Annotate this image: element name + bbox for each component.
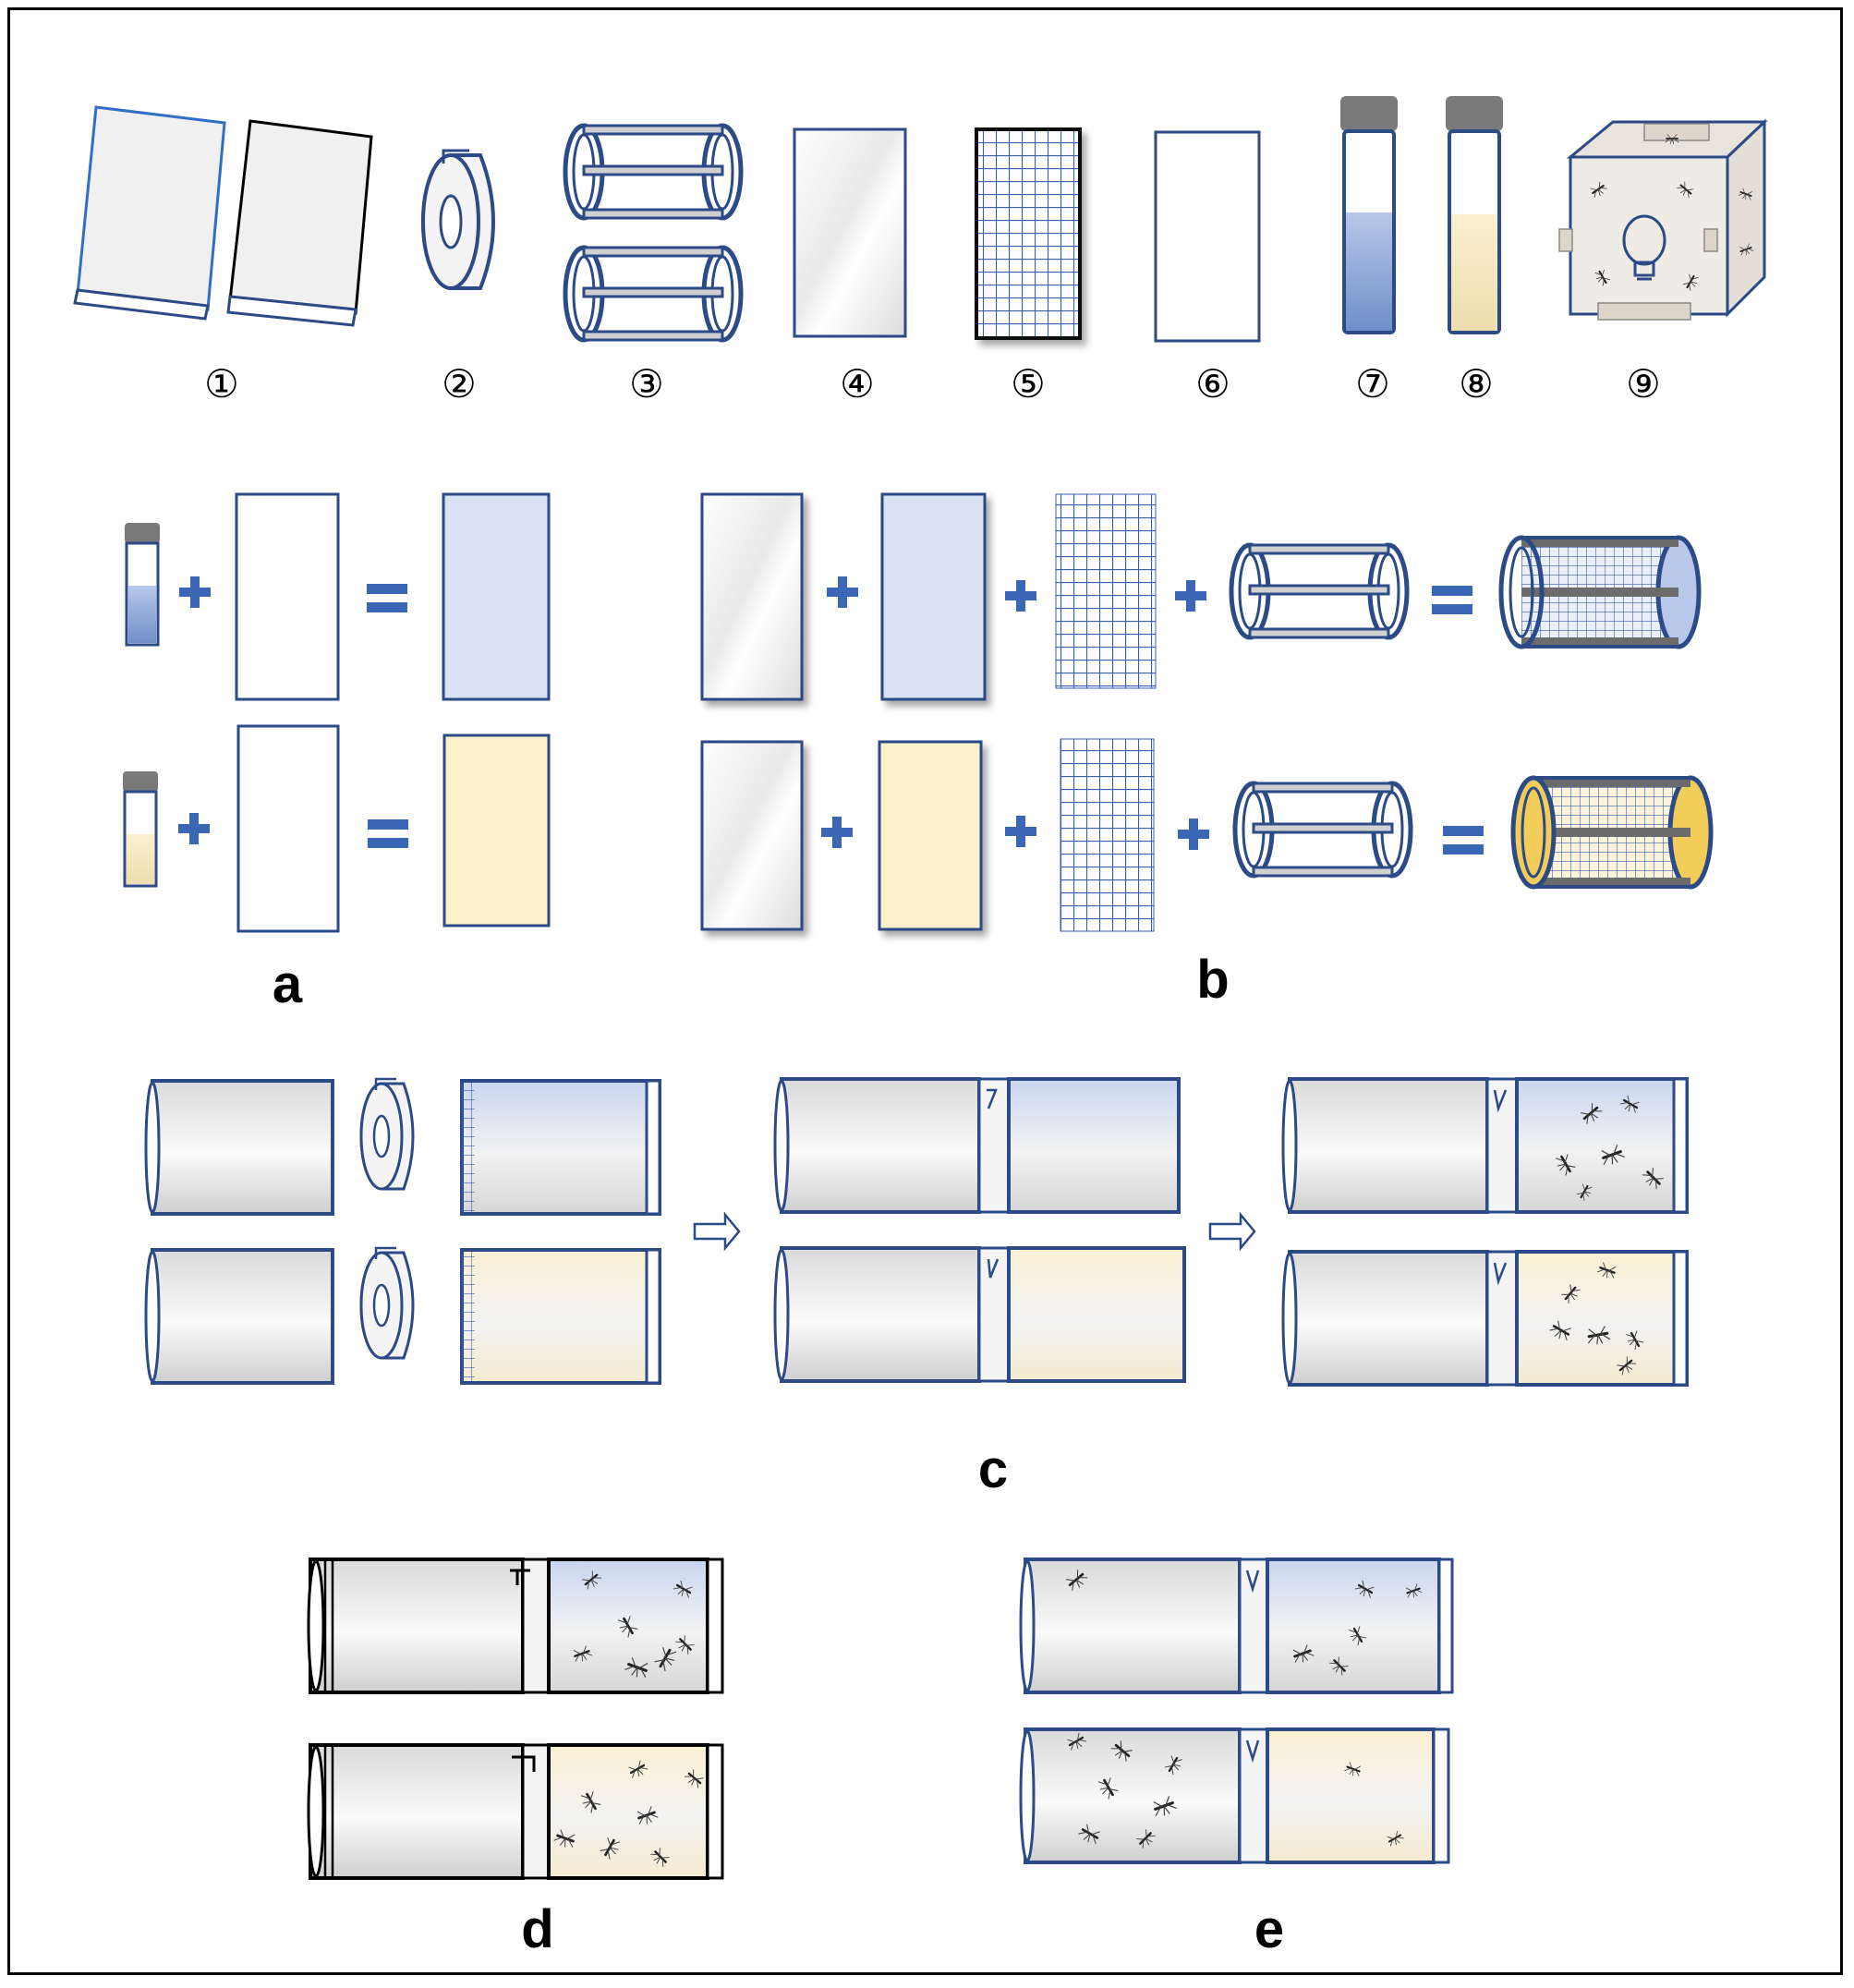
exposure-tube-control — [460, 1248, 661, 1385]
item-9-mosquito-cage — [1558, 118, 1768, 321]
panel-b: b — [700, 492, 1714, 1010]
paper-sheet — [236, 724, 340, 933]
mesh-sheet — [1060, 738, 1155, 932]
assembled-tube-control — [773, 1246, 1186, 1383]
assembled-tube-treated — [773, 1077, 1181, 1214]
panel-label-d: d — [521, 1899, 553, 1959]
cylinder-frame — [1231, 545, 1407, 637]
equals-sign-icon — [1432, 586, 1472, 614]
panel-label-a: a — [273, 954, 303, 1014]
item-number-8: ⑧ — [1459, 361, 1494, 406]
item-number-1: ① — [204, 361, 239, 406]
assembled-control-cylinder — [1510, 775, 1714, 890]
item-3-cylinder-frame — [565, 126, 741, 218]
item-6-paper-sheet — [1154, 130, 1261, 343]
item-number-6: ⑥ — [1195, 361, 1230, 406]
item-4-film-sheet — [793, 127, 907, 338]
control-paper-yellow — [442, 733, 551, 927]
item-8-yellow-vial — [1446, 96, 1503, 334]
item-5-mesh-sheet — [975, 127, 1082, 340]
panel-c: c — [144, 1077, 1689, 1499]
lightbulb-icon — [1622, 214, 1666, 281]
item-number-4: ④ — [840, 361, 875, 406]
tape-roll — [359, 1077, 415, 1191]
item-number-9: ⑨ — [1626, 361, 1661, 406]
tube-e-treated — [1019, 1558, 1454, 1694]
tape-roll — [359, 1246, 415, 1360]
small-yellow-vial — [123, 771, 158, 888]
equals-sign-icon — [1443, 826, 1484, 855]
control-paper-yellow — [878, 740, 983, 931]
tube-d-treated — [307, 1558, 724, 1694]
item-1-bags — [73, 105, 373, 327]
item-2-tape-roll — [421, 149, 495, 290]
tube-d-control — [307, 1743, 724, 1880]
panel-label-b: b — [1196, 950, 1229, 1010]
item-3-cylinder-frame-2 — [565, 248, 741, 340]
item-7-blue-vial — [1340, 96, 1398, 334]
exposure-tube-treated — [460, 1079, 661, 1216]
small-blue-vial — [125, 523, 160, 647]
tube-with-mosquitoes-treated — [1281, 1077, 1689, 1214]
plus-sign-icon — [827, 576, 858, 608]
tube-e-control — [1019, 1727, 1450, 1864]
plus-sign-icon — [1005, 580, 1036, 612]
materials-row — [73, 96, 1768, 343]
film-sheet — [700, 740, 804, 931]
equals-sign-icon — [367, 584, 407, 612]
plus-sign-icon — [1178, 818, 1209, 850]
treated-paper-blue — [442, 492, 551, 701]
assembled-treated-cylinder — [1498, 535, 1702, 649]
cylinder-frame — [1235, 783, 1411, 876]
panel-label-e: e — [1254, 1899, 1284, 1959]
plus-sign-icon — [1175, 580, 1206, 612]
plus-sign-icon — [821, 817, 853, 848]
mesh-sheet — [1055, 493, 1157, 689]
right-arrow-icon — [1208, 1211, 1256, 1252]
item-number-2: ② — [442, 361, 477, 406]
plus-sign-icon — [1005, 816, 1036, 847]
panel-a: a — [123, 492, 551, 1014]
holding-tube — [144, 1248, 334, 1385]
panel-label-c: c — [978, 1439, 1008, 1499]
plus-sign-icon — [179, 576, 211, 608]
paper-sheet — [235, 492, 340, 701]
panel-e: e — [1019, 1558, 1454, 1959]
holding-tube — [144, 1079, 334, 1216]
item-number-5: ⑤ — [1011, 361, 1046, 406]
item-number-7: ⑦ — [1355, 361, 1390, 406]
item-number-3: ③ — [629, 361, 664, 406]
panel-d: d — [307, 1558, 724, 1959]
equals-sign-icon — [368, 819, 408, 848]
plus-sign-icon — [178, 813, 210, 844]
tube-with-mosquitoes-control — [1281, 1250, 1689, 1387]
film-sheet — [700, 492, 804, 701]
right-arrow-icon — [693, 1211, 741, 1252]
treated-paper-blue — [880, 492, 987, 701]
